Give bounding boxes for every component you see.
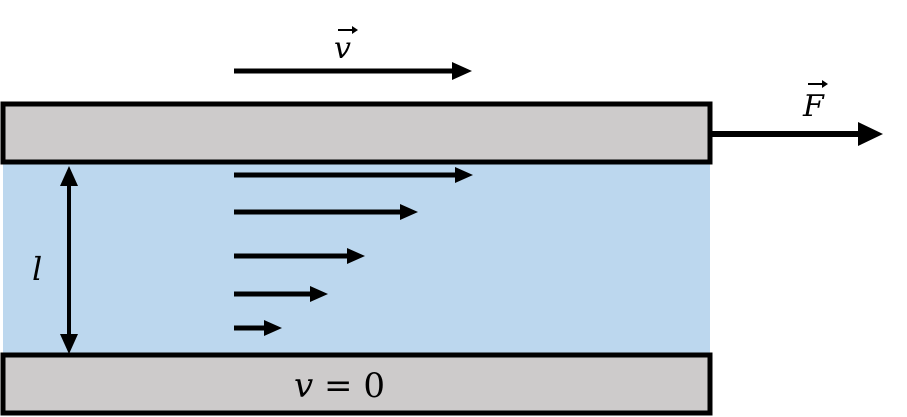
profile-arrow-2 [234,204,418,220]
bottom-condition-value: = 0 [313,366,385,406]
velocity-label: v [334,26,358,66]
plate-velocity-arrow [234,62,472,80]
gap-label: l [32,250,42,288]
force-vector-tip [822,80,828,88]
force-arrow [710,122,883,146]
profile-arrow-4 [234,286,328,302]
velocity-profile [234,167,473,336]
force-symbol: F [802,89,825,124]
bottom-plate-condition: v = 0 [294,366,385,406]
profile-arrow-5 [234,320,282,336]
force-label: F [802,80,828,124]
profile-arrow-1 [234,167,473,183]
velocity-symbol: v [334,31,351,66]
gap-dimension-arrow [60,166,78,354]
profile-arrow-3 [234,248,365,264]
velocity-vector-tip [352,26,358,34]
bottom-plate [0,352,713,416]
top-plate [0,101,713,165]
bottom-condition-variable: v [294,366,313,406]
